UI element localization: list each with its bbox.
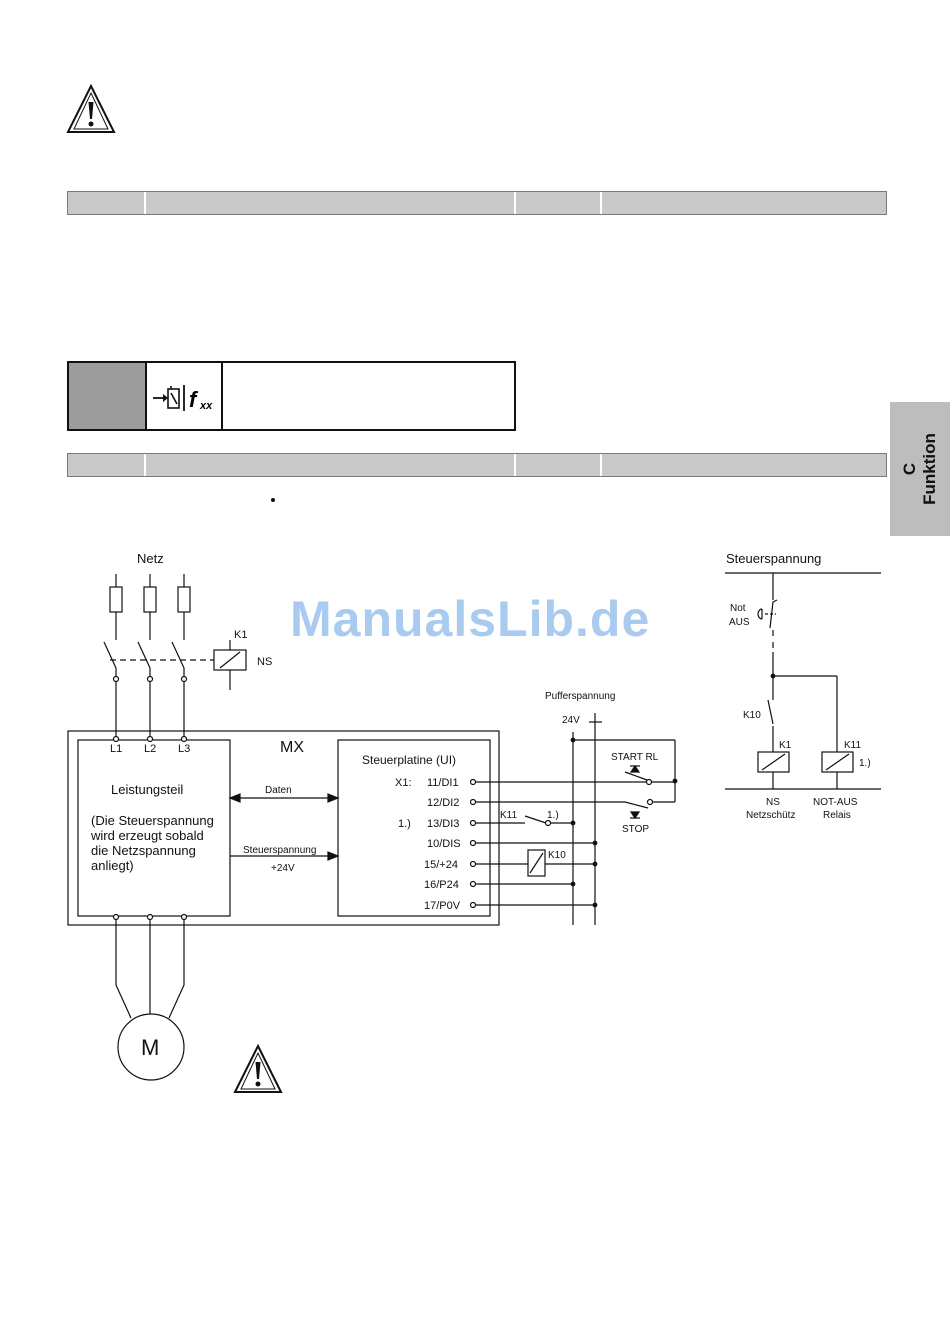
stop-label: STOP [622,824,649,835]
warning-triangle-icon-2 [233,1044,283,1093]
function-parameter-box: f xx [67,361,516,431]
ref-note: 1.) [398,818,411,830]
power-note-line-1: (Die Steuerspannung [91,813,214,828]
k10-contact-label: K10 [743,710,761,721]
power-note-line-3: die Netzspannung [91,843,196,858]
terminal-11-di1: 11/DI1 [427,777,459,789]
terminal-15-24: 15/+24 [424,859,458,871]
steuerspannung-title: Steuerspannung [726,551,821,566]
table-header-bar-2 [67,453,887,477]
l3-label: L3 [178,743,190,755]
ns-relay-line-2: Netzschütz [746,810,795,821]
terminal-17-p0v: 17/P0V [424,900,461,912]
board-title: Steuerplatine (UI) [362,753,456,767]
power-note-line-2: wird erzeugt sobald [90,828,204,843]
watermark: ManualsLib.de [290,591,651,647]
steuerspannung-arrow-label: Steuerspannung [243,845,316,856]
k11-relay-note: 1.) [859,758,871,769]
function-subscript: xx [199,400,213,412]
mx-label: MX [280,739,304,756]
terminal-10-dis: 10/DIS [427,838,461,850]
terminal-12-di2: 12/DI2 [427,797,459,809]
notaus-relay-line-1: NOT-AUS [813,797,858,808]
function-glyph: f [189,387,199,412]
parameter-number-cell [69,363,147,429]
warning-triangle-icon [66,84,116,133]
side-tab: C Funktion [890,402,950,536]
terminal-16-p24: 16/P24 [424,879,459,891]
daten-label: Daten [265,785,292,796]
puffer-voltage: 24V [562,715,580,726]
function-parameter-icon: f xx [147,363,223,429]
l1-label: L1 [110,743,122,755]
notaus-line-2: AUS [729,617,750,628]
notaus-relay-line-2: Relais [823,810,851,821]
notaus-line-1: Not [730,603,746,614]
k1-coil-label: K1 [234,629,247,641]
ns-label: NS [257,656,272,668]
power-part-label: Leistungsteil [111,782,183,797]
netz-label: Netz [137,551,164,566]
k11-relay-label: K11 [844,740,861,751]
k1-relay-label: K1 [779,740,792,751]
k10-coil-label: K10 [548,850,566,861]
stray-mark [271,498,275,502]
terminal-13-di3: 13/DI3 [427,818,459,830]
table-header-bar [67,191,887,215]
x1-label: X1: [395,777,412,789]
start-label: START RL [611,752,659,763]
l2-label: L2 [144,743,156,755]
power-note-line-4: anliegt) [91,858,134,873]
k11-contact-label: K11 [500,810,517,821]
k11-contact-note: 1.) [547,810,559,821]
motor-label: M [141,1035,159,1060]
ns-relay-line-1: NS [766,797,780,808]
puffer-title: Pufferspannung [545,691,615,702]
plus24v-label: +24V [271,863,295,874]
